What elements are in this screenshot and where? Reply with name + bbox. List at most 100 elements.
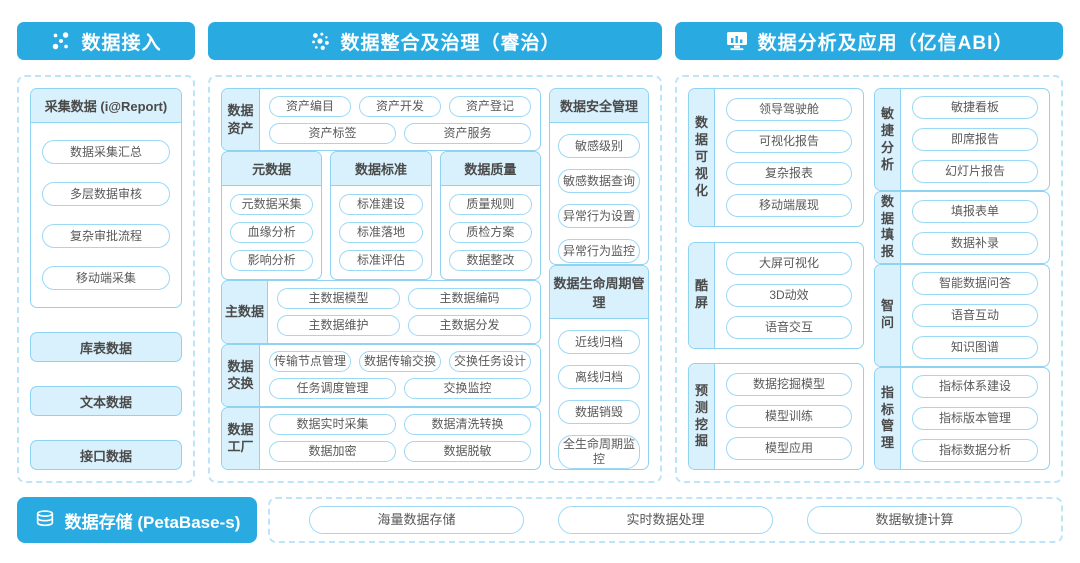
agile-item: 敏捷看板 <box>912 96 1038 120</box>
group-data-security-title: 数据安全管理 <box>550 89 648 123</box>
visualization-item: 可视化报告 <box>726 130 852 153</box>
agile-item: 幻灯片报告 <box>912 160 1038 184</box>
quality-item: 质检方案 <box>448 222 532 244</box>
group-master-data-label: 主数据 <box>222 281 268 343</box>
source-item-interface: 接口数据 <box>30 440 182 470</box>
group-lifecycle-title: 数据生命周期管理 <box>550 266 648 320</box>
group-visualization: 数据可视化 领导驾驶舱 可视化报告 复杂报表 移动端展现 <box>688 88 864 227</box>
group-predictive-mining: 预测挖掘 数据挖掘模型 模型训练 模型应用 <box>688 363 864 470</box>
group-collect-body: 数据采集汇总 多层数据审核 复杂审批流程 移动端采集 <box>31 123 181 307</box>
storage-item: 数据敏捷计算 <box>807 506 1022 534</box>
lifecycle-item: 数据销毁 <box>558 400 640 425</box>
standard-item: 标准建设 <box>339 194 423 216</box>
mining-item: 模型应用 <box>726 437 852 460</box>
database-icon <box>36 510 53 527</box>
header-governance-label: 数据整合及治理（睿治） <box>340 32 561 54</box>
group-metadata-title: 元数据 <box>222 152 322 187</box>
indicator-item: 指标体系建设 <box>912 374 1038 398</box>
collect-item: 数据采集汇总 <box>42 140 170 164</box>
group-data-standard-title: 数据标准 <box>331 152 431 187</box>
master-item: 主数据模型 <box>277 287 400 309</box>
cool-screen-item: 大屏可视化 <box>726 251 852 275</box>
header-data-access-label: 数据接入 <box>81 32 162 54</box>
storage-header-label: 数据存储 (PetaBase-s) <box>64 512 241 532</box>
visualization-item: 领导驾驶舱 <box>726 98 852 121</box>
master-item: 主数据编码 <box>408 287 531 309</box>
group-lifecycle: 数据生命周期管理 近线归档 离线归档 数据销毁 全生命周期监控 <box>549 265 649 470</box>
factory-item: 数据实时采集 <box>269 414 396 436</box>
cool-screen-item: 语音交互 <box>726 315 852 339</box>
security-item: 异常行为设置 <box>558 204 640 228</box>
group-data-standard: 数据标准 标准建设 标准落地 标准评估 <box>330 151 432 281</box>
group-data-entry: 数据填报 填报表单 数据补录 <box>874 191 1050 264</box>
factory-item: 数据清洗转换 <box>404 414 531 436</box>
exchange-item: 传输节点管理 <box>269 351 351 373</box>
security-item: 敏感数据查询 <box>558 169 640 193</box>
group-smart-qa-label: 智问 <box>875 264 901 366</box>
group-data-quality-title: 数据质量 <box>440 152 540 187</box>
group-data-factory-label: 数据工厂 <box>222 407 260 469</box>
group-data-entry-label: 数据填报 <box>875 192 901 263</box>
exchange-item: 交换任务设计 <box>449 351 531 373</box>
lifecycle-item: 离线归档 <box>558 365 640 390</box>
lifecycle-item: 全生命周期监控 <box>558 435 640 470</box>
collect-item: 复杂审批流程 <box>42 224 170 248</box>
visualization-item: 复杂报表 <box>726 162 852 185</box>
storage-item: 实时数据处理 <box>558 506 773 534</box>
network-dots-icon <box>53 32 69 50</box>
monitor-chart-icon <box>726 32 747 51</box>
group-visualization-label: 数据可视化 <box>689 89 715 226</box>
dots-cluster-icon <box>312 32 330 50</box>
group-indicator-mgmt-label: 指标管理 <box>875 367 901 470</box>
group-cool-screen-label: 酷屏 <box>689 242 715 348</box>
group-data-quality: 数据质量 质量规则 质检方案 数据整改 <box>439 151 541 281</box>
group-data-security: 数据安全管理 敏感级别 敏感数据查询 异常行为设置 异常行为监控 <box>549 88 649 266</box>
group-data-asset: 数据资产 资产编目 资产开发 资产登记 资产标签 资产服务 <box>221 88 541 152</box>
panel-governance: 数据资产 资产编目 资产开发 资产登记 资产标签 资产服务 <box>208 75 662 483</box>
asset-item: 资产服务 <box>404 122 531 144</box>
column-data-access: 数据接入 采集数据 (i@Report) 数据采集汇总 多层数据审核 复杂审批流… <box>17 22 195 483</box>
asset-item: 资产登记 <box>449 95 531 117</box>
security-item: 敏感级别 <box>558 134 640 158</box>
cool-screen-item: 3D动效 <box>726 283 852 307</box>
master-item: 主数据分发 <box>408 314 531 336</box>
header-governance: 数据整合及治理（睿治） <box>208 22 662 60</box>
column-governance: 数据整合及治理（睿治） 数据资产 资产编目 资产开发 资产登记 <box>208 22 662 483</box>
analysis-right-col: 敏捷分析 敏捷看板 即席报告 幻灯片报告 数据填报 填报表单 数据补录 <box>874 88 1050 471</box>
collect-item: 多层数据审核 <box>42 182 170 206</box>
header-data-access: 数据接入 <box>17 22 195 60</box>
columns: 数据接入 采集数据 (i@Report) 数据采集汇总 多层数据审核 复杂审批流… <box>17 22 1063 483</box>
asset-item: 资产开发 <box>359 95 441 117</box>
metadata-item: 影响分析 <box>230 250 314 272</box>
asset-item: 资产编目 <box>269 95 351 117</box>
exchange-item: 任务调度管理 <box>269 378 396 400</box>
indicator-item: 指标版本管理 <box>912 406 1038 430</box>
column-analysis: 数据分析及应用（亿信ABI） 数据可视化 领导驾驶舱 可视化报告 复杂报表 移动… <box>675 22 1063 483</box>
header-analysis: 数据分析及应用（亿信ABI） <box>675 22 1063 60</box>
source-item-text: 文本数据 <box>30 386 182 416</box>
mining-item: 数据挖掘模型 <box>726 373 852 396</box>
group-predictive-mining-label: 预测挖掘 <box>689 364 715 469</box>
group-master-data: 主数据 主数据模型 主数据编码 主数据维护 主数据分发 <box>221 280 541 344</box>
security-item: 异常行为监控 <box>558 239 640 263</box>
group-data-exchange-label: 数据交换 <box>222 344 260 406</box>
panel-data-access: 采集数据 (i@Report) 数据采集汇总 多层数据审核 复杂审批流程 移动端… <box>17 75 195 483</box>
standard-item: 标准落地 <box>339 222 423 244</box>
group-metadata: 元数据 元数据采集 血缘分析 影响分析 <box>221 151 323 281</box>
entry-item: 填报表单 <box>912 199 1038 223</box>
storage-item: 海量数据存储 <box>309 506 524 534</box>
smart-qa-item: 智能数据问答 <box>912 271 1038 295</box>
visualization-item: 移动端展现 <box>726 194 852 217</box>
group-data-asset-label: 数据资产 <box>222 89 260 151</box>
storage-row: 数据存储 (PetaBase-s) 海量数据存储 实时数据处理 数据敏捷计算 <box>17 497 1063 543</box>
group-collect-data: 采集数据 (i@Report) 数据采集汇总 多层数据审核 复杂审批流程 移动端… <box>30 88 182 308</box>
factory-item: 数据加密 <box>269 441 396 463</box>
storage-header: 数据存储 (PetaBase-s) <box>17 497 257 543</box>
smart-qa-item: 语音互动 <box>912 303 1038 327</box>
exchange-item: 数据传输交换 <box>359 351 441 373</box>
storage-capabilities: 海量数据存储 实时数据处理 数据敏捷计算 <box>268 497 1063 543</box>
standard-item: 标准评估 <box>339 250 423 272</box>
group-agile-analysis: 敏捷分析 敏捷看板 即席报告 幻灯片报告 <box>874 88 1050 192</box>
group-cool-screen: 酷屏 大屏可视化 3D动效 语音交互 <box>688 241 864 349</box>
